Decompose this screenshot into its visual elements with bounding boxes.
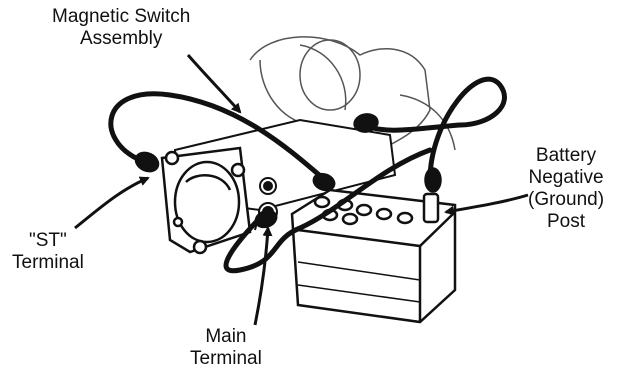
- test-lead-cables: [108, 76, 507, 274]
- magnetic-switch-label-line-1: Magnetic Switch: [52, 6, 191, 27]
- arrow-magnetic-switch: [186, 54, 242, 114]
- arrow-st-terminal: [74, 176, 150, 230]
- magnetic-switch-label: Magnetic Switch Assembly: [52, 6, 190, 50]
- leader-arrows: [74, 54, 529, 326]
- st-terminal-label-line-2: Terminal: [12, 252, 84, 273]
- battery-negative-label-line-3: (Ground): [528, 189, 605, 210]
- battery-negative-label-line-2: Negative: [528, 167, 604, 188]
- arrow-main-terminal: [253, 226, 273, 326]
- battery-negative-label-line-1: Battery: [535, 145, 597, 166]
- battery: [290, 188, 457, 324]
- magnetic-switch-assembly: [160, 146, 252, 255]
- main-terminal-label: Main Terminal: [190, 326, 262, 370]
- main-terminal-label-line-2: Terminal: [190, 348, 262, 369]
- main-terminal-label-line-1: Main: [205, 326, 247, 347]
- arrow-battery-negative: [444, 193, 529, 216]
- battery-negative-label: Battery Negative (Ground) Post: [528, 145, 604, 233]
- battery-negative-label-line-4: Post: [547, 211, 586, 232]
- magnetic-switch-label-line-2: Assembly: [79, 28, 163, 49]
- alligator-clips: [134, 113, 442, 229]
- st-terminal-label: "ST" Terminal: [12, 230, 84, 274]
- st-terminal-label-line-1: "ST": [29, 230, 67, 251]
